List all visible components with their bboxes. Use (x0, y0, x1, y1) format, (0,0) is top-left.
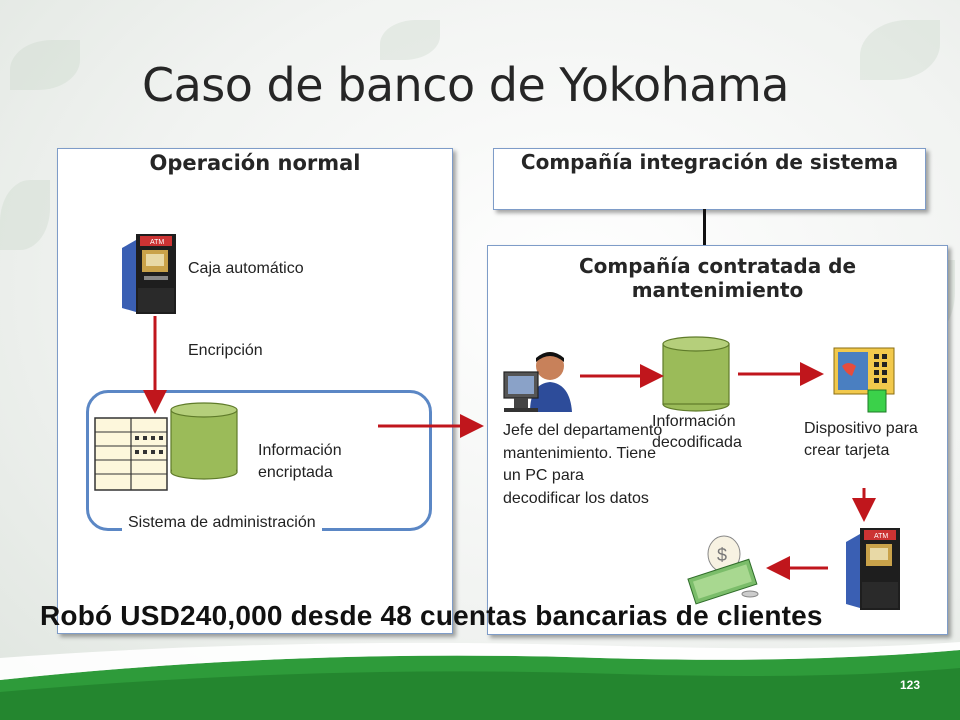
server-rack-icon (94, 417, 168, 491)
integrator-panel: Compañía integración de sistema (493, 148, 926, 210)
normal-operation-title: Operación normal (149, 151, 361, 175)
page-number: 123 (900, 678, 921, 692)
decoded-info-label: Información decodificada (652, 413, 742, 451)
decoded-database-cylinder (662, 336, 730, 412)
atm-icon: ATM (846, 528, 900, 610)
atm-sign-text: ATM (150, 239, 164, 246)
encrypted-info-label: Información encriptada (258, 442, 342, 481)
bottom-green-band (0, 642, 960, 720)
person-pc-icon (503, 352, 572, 412)
money-icon: $ (687, 535, 759, 605)
database-cylinder (170, 402, 238, 480)
maintenance-title: Compañía contratada de mantenimiento (578, 254, 857, 302)
svg-text:$: $ (717, 545, 727, 565)
chief-label: Jefe del departamento mantenimiento. Tie… (503, 422, 663, 508)
integrator-title: Compañía integración de sistema (520, 150, 899, 174)
connector-line (703, 209, 706, 245)
card-device-icon (833, 347, 895, 413)
encryption-label: Encripción (188, 342, 263, 359)
atm-sign-text: ATM (874, 533, 888, 540)
theft-caption: Robó USD240,000 desde 48 cuentas bancari… (40, 600, 823, 631)
card-device-label: Dispositivo para crear tarjeta (804, 420, 918, 460)
atm-icon: ATM (122, 234, 176, 314)
admin-system-label: Sistema de administración (122, 514, 322, 532)
atm-label: Caja automático (188, 260, 304, 277)
slide-title: Caso de banco de Yokohama (142, 58, 790, 112)
